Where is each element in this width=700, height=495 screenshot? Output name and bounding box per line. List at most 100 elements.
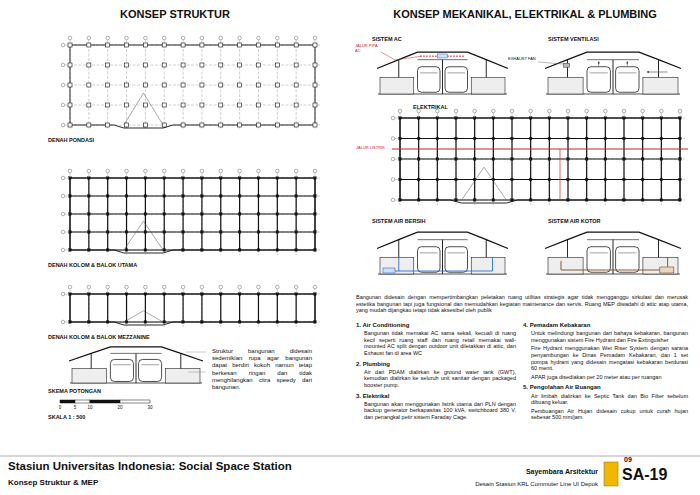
- footing: [200, 83, 204, 87]
- footing: [200, 103, 204, 107]
- grid-axis: [164, 173, 165, 255]
- column: [201, 321, 204, 324]
- body-text: Bangunan tidak memakai AC sama sekali, k…: [364, 330, 516, 356]
- train-window: [141, 364, 159, 365]
- train-window: [618, 252, 636, 253]
- train-window: [590, 72, 608, 73]
- waste-pipe: [667, 257, 668, 267]
- grid-bubble: [529, 109, 533, 113]
- column: [417, 158, 420, 161]
- column: [511, 117, 514, 120]
- grid-axis: [493, 113, 494, 205]
- footing: [87, 83, 91, 87]
- beam-line: [258, 294, 259, 322]
- grid-bubble: [68, 285, 72, 289]
- footing: [143, 83, 147, 87]
- column: [604, 137, 607, 140]
- column: [163, 213, 166, 216]
- grid-bubble: [276, 36, 280, 40]
- footing: [275, 83, 279, 87]
- description-text: Bangunan didesain dengan mempertimbangka…: [356, 294, 688, 314]
- grid-bubble: [391, 137, 395, 141]
- drawing-title: DENAH PONDASI: [48, 137, 198, 144]
- column: [69, 293, 72, 296]
- beam-line: [145, 294, 146, 322]
- grid-axis: [220, 289, 221, 327]
- footing: [313, 43, 317, 47]
- column: [295, 231, 298, 234]
- column: [641, 158, 644, 161]
- column: [604, 117, 607, 120]
- grid-axis: [126, 173, 127, 255]
- scale-bar: [75, 400, 90, 403]
- column: [88, 293, 91, 296]
- grid-bubble: [181, 36, 185, 40]
- column: [679, 178, 682, 181]
- footing: [106, 43, 110, 47]
- column: [276, 177, 279, 180]
- footing: [238, 123, 242, 127]
- exhaust-fan: [564, 63, 570, 67]
- grid-bubble: [473, 109, 477, 113]
- footing: [200, 123, 204, 127]
- grid-bubble: [144, 36, 148, 40]
- train: [418, 247, 441, 273]
- grid-bubble: [585, 109, 589, 113]
- electric-line: [560, 149, 561, 200]
- grid-axis: [65, 232, 320, 233]
- column: [106, 293, 109, 296]
- ramp-line: [124, 93, 163, 125]
- drawing-title: SISTEM AIR BERSIH: [372, 218, 492, 225]
- grid-axis: [605, 113, 606, 205]
- column: [144, 321, 147, 324]
- column: [182, 177, 185, 180]
- beam-line: [530, 118, 531, 200]
- column: [144, 177, 147, 180]
- grid-bubble: [61, 83, 65, 87]
- footing: [181, 63, 185, 67]
- column: [69, 321, 72, 324]
- grid-axis: [70, 289, 71, 327]
- footing: [68, 43, 72, 47]
- septic-tank: [660, 267, 674, 273]
- footing: [106, 123, 110, 127]
- train-window: [448, 72, 466, 73]
- footing: [313, 63, 317, 67]
- column: [201, 231, 204, 234]
- grid-axis: [126, 289, 127, 327]
- grid-bubble: [87, 169, 91, 173]
- column: [436, 178, 439, 181]
- beam-line: [220, 294, 221, 322]
- grid-axis: [296, 173, 297, 255]
- scale-bar: [120, 400, 150, 403]
- grid-axis: [88, 289, 89, 327]
- grid-bubble: [238, 285, 242, 289]
- grid-axis: [512, 113, 513, 205]
- footing: [275, 63, 279, 67]
- column: [436, 137, 439, 140]
- grid-bubble: [200, 285, 204, 289]
- column: [567, 137, 570, 140]
- airflow-arrow: [647, 72, 668, 73]
- column: [295, 321, 298, 324]
- column: [399, 178, 402, 181]
- column: [88, 231, 91, 234]
- column: [314, 195, 317, 198]
- column: [623, 199, 626, 202]
- ramp-line: [124, 221, 163, 250]
- beam-line: [314, 294, 315, 322]
- column: [69, 213, 72, 216]
- train: [110, 359, 133, 381]
- column: [69, 231, 72, 234]
- grid-bubble: [219, 285, 223, 289]
- grid-bubble: [61, 212, 65, 216]
- grid-axis: [65, 214, 320, 215]
- beam-line: [437, 118, 438, 200]
- footing: [256, 83, 260, 87]
- footing: [106, 83, 110, 87]
- column: [623, 178, 626, 181]
- grid-axis: [201, 289, 202, 327]
- column: [106, 249, 109, 252]
- beam-line: [277, 178, 278, 250]
- column: [144, 195, 147, 198]
